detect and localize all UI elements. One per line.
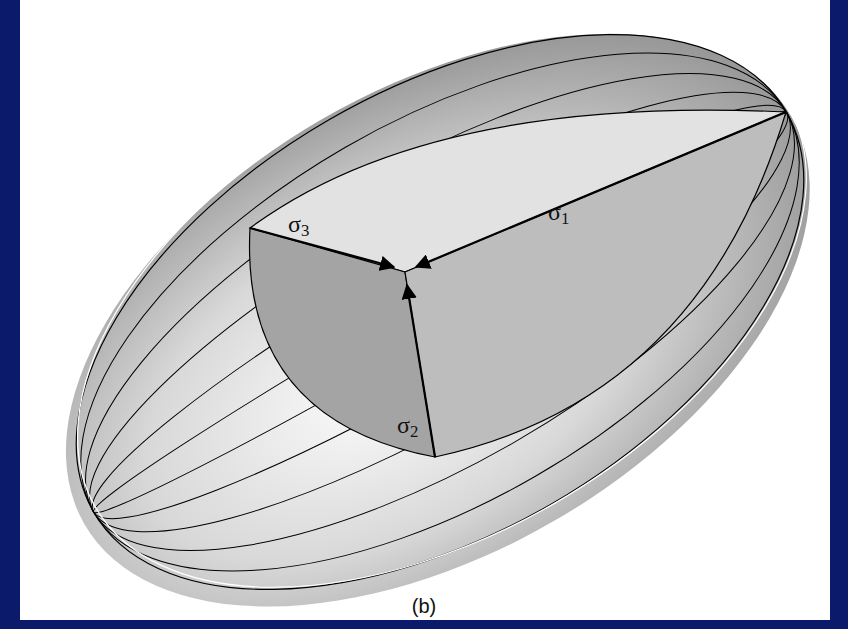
stress-label: σ3 — [288, 212, 309, 240]
stress-label: σ2 — [397, 413, 418, 441]
stress-arrows — [250, 112, 786, 457]
panel-caption: (b) — [412, 596, 436, 616]
stress-label: σ1 — [548, 200, 569, 228]
cut-octant — [250, 110, 786, 457]
